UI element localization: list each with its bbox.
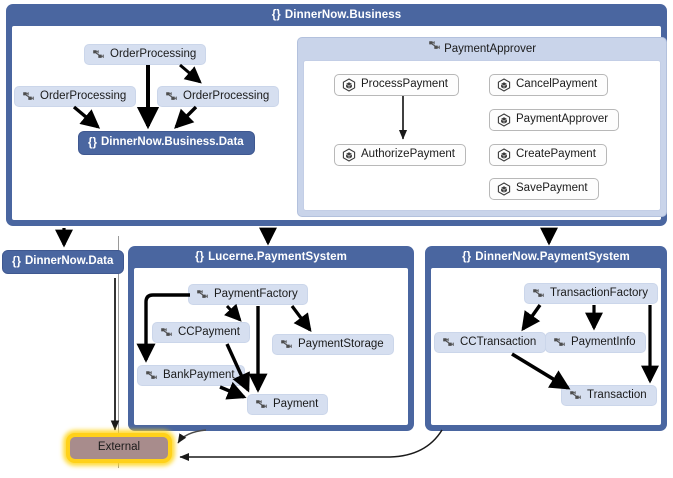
class-icon (553, 337, 566, 349)
node-external[interactable]: External (66, 433, 172, 463)
brace-glyph: {} (88, 137, 97, 149)
node-bank-payment[interactable]: BankPayment (137, 365, 245, 386)
namespace-title-text: Lucerne.PaymentSystem (208, 251, 348, 263)
node-label: CCPayment (178, 325, 240, 338)
node-payment[interactable]: Payment (247, 394, 329, 415)
method-icon (497, 113, 511, 127)
node-transaction[interactable]: Transaction (561, 385, 657, 406)
node-cc-payment[interactable]: CCPayment (152, 322, 250, 343)
node-label: PaymentApprover (516, 113, 609, 126)
class-icon (280, 339, 293, 351)
class-icon (442, 337, 455, 349)
class-icon (92, 49, 105, 61)
node-label: BankPayment (163, 368, 235, 381)
node-label: PaymentStorage (298, 337, 384, 350)
node-payment-storage[interactable]: PaymentStorage (272, 334, 394, 355)
node-label: DinnerNow.Data (24, 255, 114, 268)
node-label: PaymentFactory (214, 287, 298, 300)
class-icon (428, 41, 444, 55)
brace-glyph: {} (271, 9, 281, 21)
class-icon (196, 289, 209, 301)
brace-glyph: {} (462, 251, 472, 263)
node-label: OrderProcessing (40, 89, 127, 102)
node-order-processing-top[interactable]: OrderProcessing (84, 44, 207, 65)
method-icon (342, 78, 356, 92)
node-cancel-payment[interactable]: CancelPayment (489, 74, 609, 96)
node-save-payment[interactable]: SavePayment (489, 178, 599, 200)
node-process-payment[interactable]: ProcessPayment (334, 74, 459, 96)
node-label: PaymentInfo (571, 335, 636, 348)
class-icon (22, 91, 35, 103)
node-label: AuthorizePayment (361, 148, 455, 161)
node-transaction-factory[interactable]: TransactionFactory (524, 283, 658, 304)
brace-glyph: {} (194, 251, 205, 263)
namespace-title-dinnernow-business: {}DinnerNow.Business (6, 4, 667, 26)
edge-lucerne-to-external (177, 429, 207, 444)
type-group-label: PaymentApprover (444, 43, 537, 55)
class-icon (145, 370, 158, 382)
node-label: External (97, 441, 141, 454)
edge-dinnernow-paymentsystem-to-external (179, 429, 443, 462)
method-icon (497, 148, 511, 162)
method-icon (342, 148, 356, 162)
node-label: TransactionFactory (550, 286, 648, 299)
node-payment-factory[interactable]: PaymentFactory (188, 284, 308, 305)
node-create-payment[interactable]: CreatePayment (489, 144, 607, 166)
namespace-title-text: DinnerNow.PaymentSystem (475, 251, 630, 263)
node-label: ProcessPayment (361, 78, 448, 91)
node-order-processing-left[interactable]: OrderProcessing (14, 86, 137, 107)
method-icon (497, 78, 511, 92)
node-label: OrderProcessing (183, 89, 270, 102)
node-payment-approver-method[interactable]: PaymentApprover (489, 109, 620, 131)
column-divider (118, 236, 119, 468)
node-payment-info[interactable]: PaymentInfo (545, 332, 646, 353)
node-label: CancelPayment (516, 78, 598, 91)
node-dinnernow-data[interactable]: {} DinnerNow.Data (2, 250, 125, 274)
node-label: CreatePayment (516, 148, 596, 161)
class-icon (532, 288, 545, 300)
namespace-title-lucerne: {}Lucerne.PaymentSystem (128, 246, 414, 268)
namespace-title-text: DinnerNow.Business (284, 9, 402, 21)
node-label: CCTransaction (460, 335, 537, 348)
namespace-title-dinnernow-paymentsystem: {}DinnerNow.PaymentSystem (425, 246, 667, 268)
brace-glyph: {} (12, 256, 21, 268)
node-label: OrderProcessing (110, 47, 197, 60)
class-icon (165, 91, 178, 103)
class-icon (255, 399, 268, 411)
node-order-processing-right[interactable]: OrderProcessing (157, 86, 280, 107)
node-cc-transaction[interactable]: CCTransaction (434, 332, 547, 353)
node-label: DinnerNow.Business.Data (100, 136, 244, 149)
node-label: Payment (273, 397, 319, 410)
type-group-title-payment-approver: PaymentApprover (298, 38, 666, 60)
node-dinnernow-business-data[interactable]: {} DinnerNow.Business.Data (78, 131, 255, 155)
class-icon (569, 390, 582, 402)
node-label: Transaction (587, 388, 647, 401)
class-icon (160, 327, 173, 339)
method-icon (497, 182, 511, 196)
node-label: SavePayment (516, 182, 588, 195)
type-group-payment-approver[interactable]: PaymentApprover (297, 37, 667, 217)
node-authorize-payment[interactable]: AuthorizePayment (334, 144, 466, 166)
